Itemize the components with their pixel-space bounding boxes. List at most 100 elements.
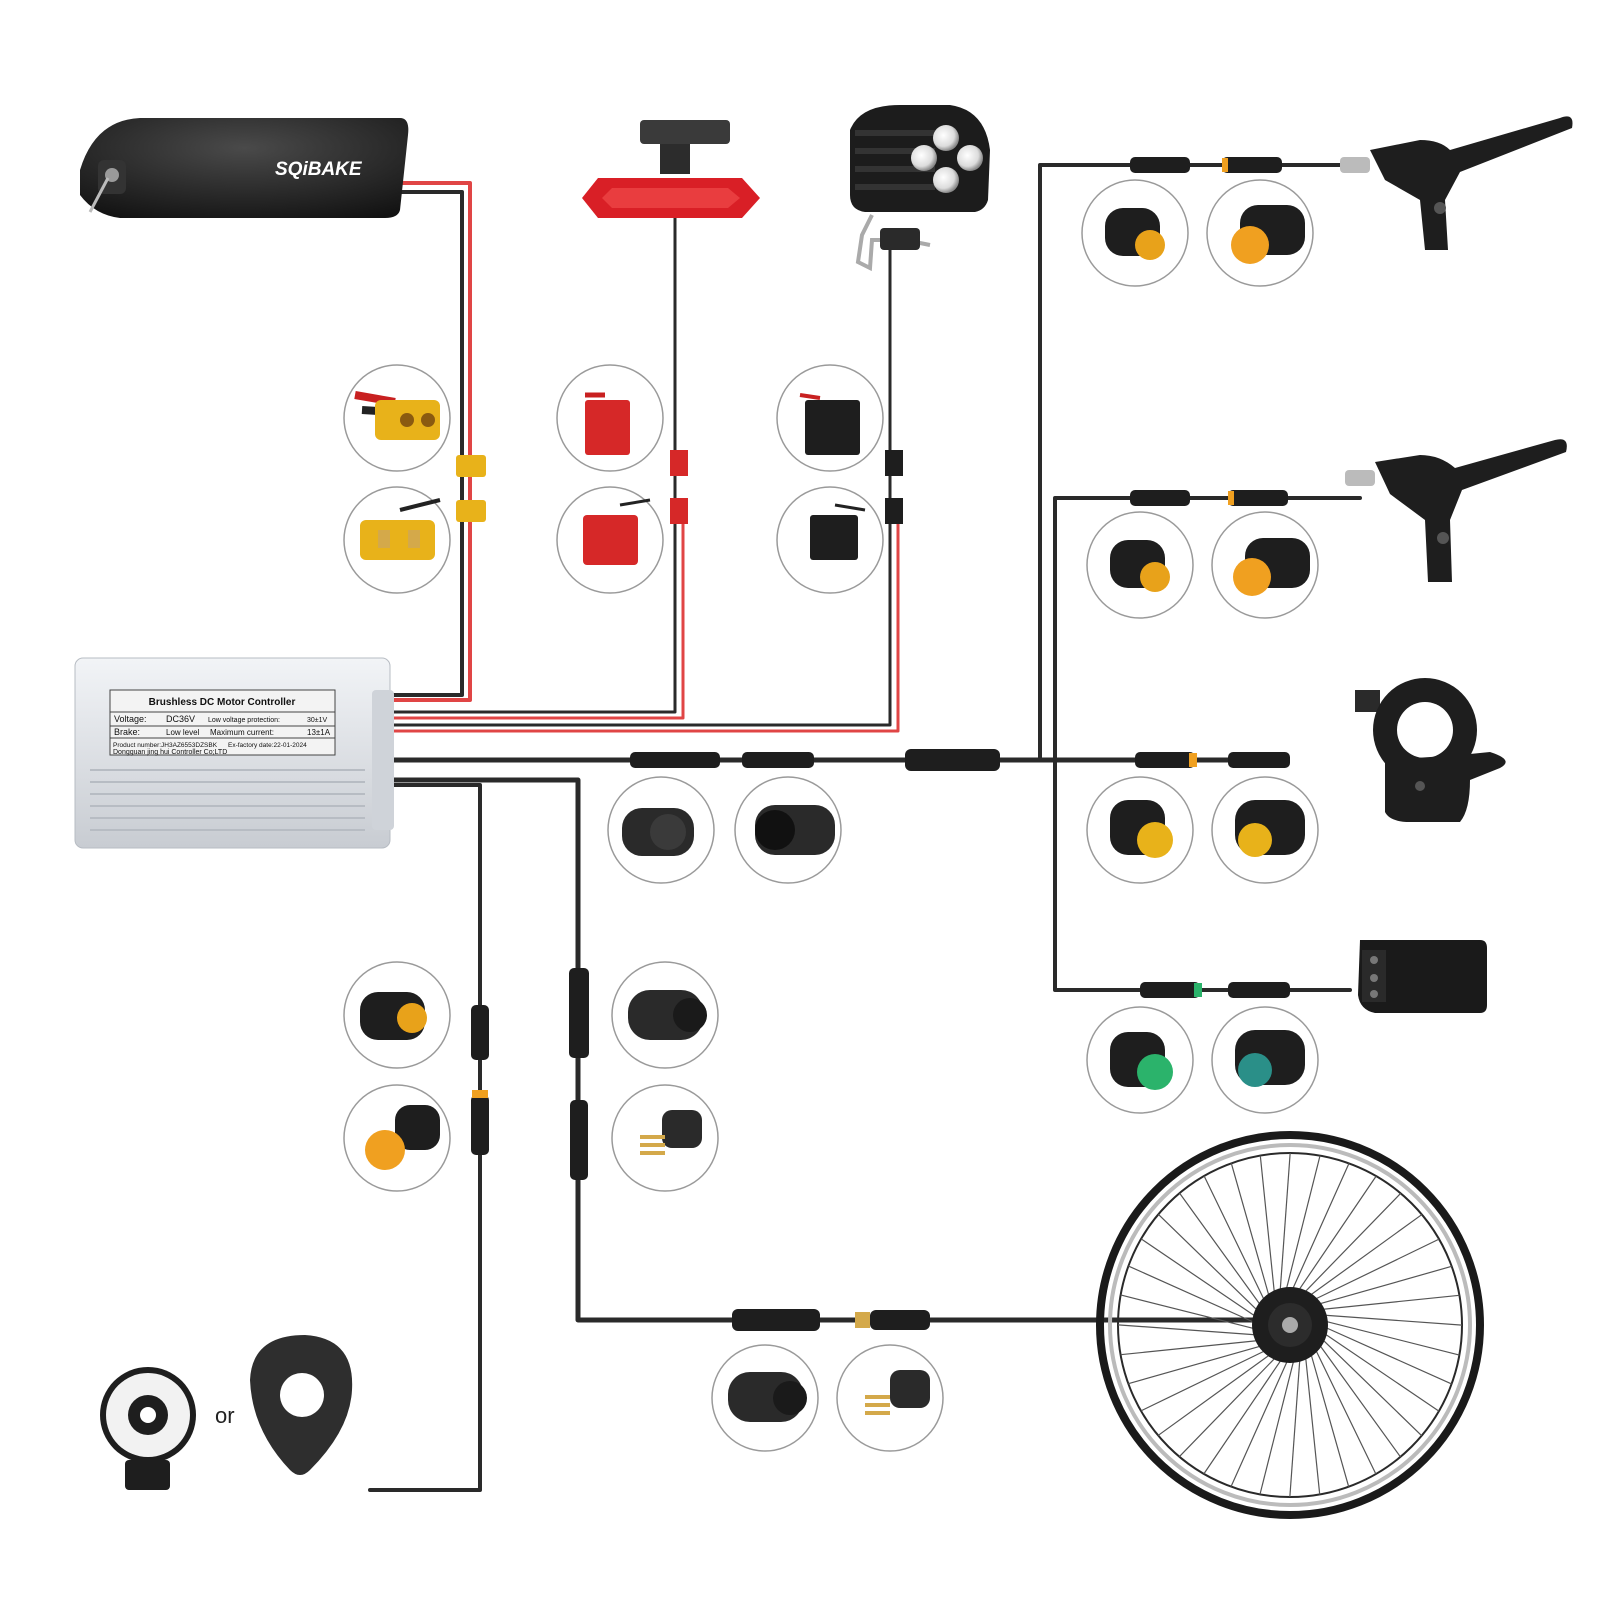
headlight-wire-red xyxy=(386,498,900,733)
controller-product-number: Product number:JH3AZ6553DZSBK xyxy=(113,742,218,749)
brake-mid-inline-male xyxy=(1228,490,1288,506)
controller-factory-date: Ex-factory date:22-01-2024 xyxy=(228,742,307,749)
wheel-spoke xyxy=(1279,1152,1291,1297)
rear-wheel-motor xyxy=(1096,1131,1484,1519)
controller-title: Brushless DC Motor Controller xyxy=(149,697,296,708)
detail-throttle-male xyxy=(1086,776,1194,884)
brake-top-inline-female xyxy=(1130,157,1190,173)
controller-max-current-label: Maximum current: xyxy=(210,728,274,737)
throttle-inline-male xyxy=(1228,752,1290,768)
controller-brake-label: Brake: xyxy=(114,727,140,737)
display-inline-male xyxy=(1228,982,1290,998)
motor-inline-female-top xyxy=(569,968,589,1058)
sm-inline-top-headlight xyxy=(885,450,903,476)
headlight-wire-black xyxy=(386,243,892,727)
detail-pas-male xyxy=(343,1084,451,1192)
wheel-spoke xyxy=(1178,1352,1281,1458)
detail-display-female xyxy=(1211,1006,1319,1114)
wheel-spoke xyxy=(1319,1319,1460,1356)
wheel-spoke xyxy=(1117,1324,1262,1336)
harness-splitter xyxy=(905,749,1000,771)
brake-top-inline-male xyxy=(1222,157,1282,173)
xt60-inline-top xyxy=(456,455,486,477)
brake-mid-inline-tip xyxy=(1228,491,1234,505)
wheel-spoke xyxy=(1299,1192,1402,1298)
detail-sm-red-male xyxy=(556,364,664,472)
detail-motor-female-bottom xyxy=(711,1344,819,1452)
motor-inline-pins xyxy=(855,1312,870,1328)
display-inline-female xyxy=(1140,982,1200,998)
controller-manufacturer: Dongguan jing hui Controller Co;LTD xyxy=(113,749,227,756)
wheel-spoke xyxy=(1230,1354,1291,1487)
wheel-spoke xyxy=(1309,1238,1440,1303)
brake-lever-mid xyxy=(1345,439,1567,582)
sm-inline-bottom-headlight xyxy=(885,498,903,524)
detail-motor-male-top xyxy=(611,1084,719,1192)
detail-brake-mid-male xyxy=(1211,511,1319,619)
throttle-inline-tip xyxy=(1189,753,1197,767)
wheel-spoke xyxy=(1289,1353,1301,1498)
wheel-spoke xyxy=(1317,1334,1423,1437)
throttle-inline-female xyxy=(1135,752,1195,768)
detail-sm-black-male xyxy=(776,364,884,472)
wheel-spoke xyxy=(1304,1214,1423,1300)
motor-inline-female-bottom xyxy=(732,1309,820,1331)
wheel-spoke xyxy=(1179,1192,1265,1311)
wheel-spokes xyxy=(1117,1152,1463,1498)
detail-throttle-female xyxy=(1211,776,1319,884)
wheel-spoke xyxy=(1315,1339,1401,1458)
wheel-spoke xyxy=(1289,1163,1350,1296)
detail-motor-male-bottom xyxy=(836,1344,944,1452)
detail-brake-mid-female xyxy=(1086,511,1194,619)
pas-sensors: or xyxy=(100,1335,353,1490)
brake-top-inline-tip xyxy=(1222,158,1228,172)
taillight-wire-black xyxy=(386,213,677,714)
sm-inline-top-taillight xyxy=(670,450,688,476)
controller-max-current-value: 13±1A xyxy=(307,728,331,737)
detail-display-male xyxy=(1086,1006,1194,1114)
detail-circles xyxy=(343,179,1319,1452)
wheel-spoke xyxy=(1259,1354,1296,1495)
controller-low-voltage-label: Low voltage protection: xyxy=(208,717,280,724)
xt60-inline-bottom xyxy=(456,500,486,522)
tail-light xyxy=(582,120,760,218)
harness-to-display xyxy=(1053,758,1352,992)
wheel-spoke xyxy=(1312,1265,1452,1307)
wheel-spoke xyxy=(1304,1350,1321,1495)
detail-brake-top-female xyxy=(1081,179,1189,287)
thumb-throttle xyxy=(1355,678,1506,822)
wheel-spoke xyxy=(1203,1175,1268,1306)
wheel-spoke xyxy=(1318,1314,1463,1326)
pas-inline-female xyxy=(471,1005,489,1060)
wheel-spoke xyxy=(1294,1175,1377,1296)
pas-inline-male xyxy=(471,1095,489,1155)
wheel-spoke xyxy=(1120,1339,1265,1356)
pas-inline-tip xyxy=(472,1090,488,1098)
display-inline-tip xyxy=(1194,983,1202,997)
wheel-spoke xyxy=(1157,1213,1263,1316)
battery-red-wire xyxy=(386,181,472,702)
motor-inline-male-top xyxy=(570,1100,588,1180)
pas-or-label: or xyxy=(215,1403,235,1428)
wheel-spoke xyxy=(1120,1294,1261,1331)
wheel-spoke xyxy=(1140,1347,1271,1412)
detail-brake-top-male xyxy=(1206,179,1314,287)
wheel-spoke xyxy=(1319,1329,1440,1412)
pas-sensor-teardrop xyxy=(250,1335,353,1475)
wheel-spoke xyxy=(1128,1343,1268,1385)
detail-harness-male xyxy=(734,776,842,884)
wheel-spoke xyxy=(1128,1265,1261,1326)
detail-xt60-male xyxy=(343,486,451,594)
wheel-spoke xyxy=(1312,1344,1377,1475)
detail-pas-female xyxy=(343,961,451,1069)
wheel-spoke xyxy=(1319,1324,1452,1385)
battery-black-wire xyxy=(386,190,464,697)
wheel-spoke xyxy=(1259,1155,1276,1300)
wheel-spoke xyxy=(1140,1238,1261,1321)
wheel-spoke xyxy=(1308,1347,1350,1487)
controller-low-voltage-value: 30±1V xyxy=(307,717,328,724)
motor-controller: Brushless DC Motor Controller Voltage: D… xyxy=(74,657,394,849)
wheel-spoke xyxy=(1203,1354,1286,1475)
detail-motor-female-top xyxy=(611,961,719,1069)
